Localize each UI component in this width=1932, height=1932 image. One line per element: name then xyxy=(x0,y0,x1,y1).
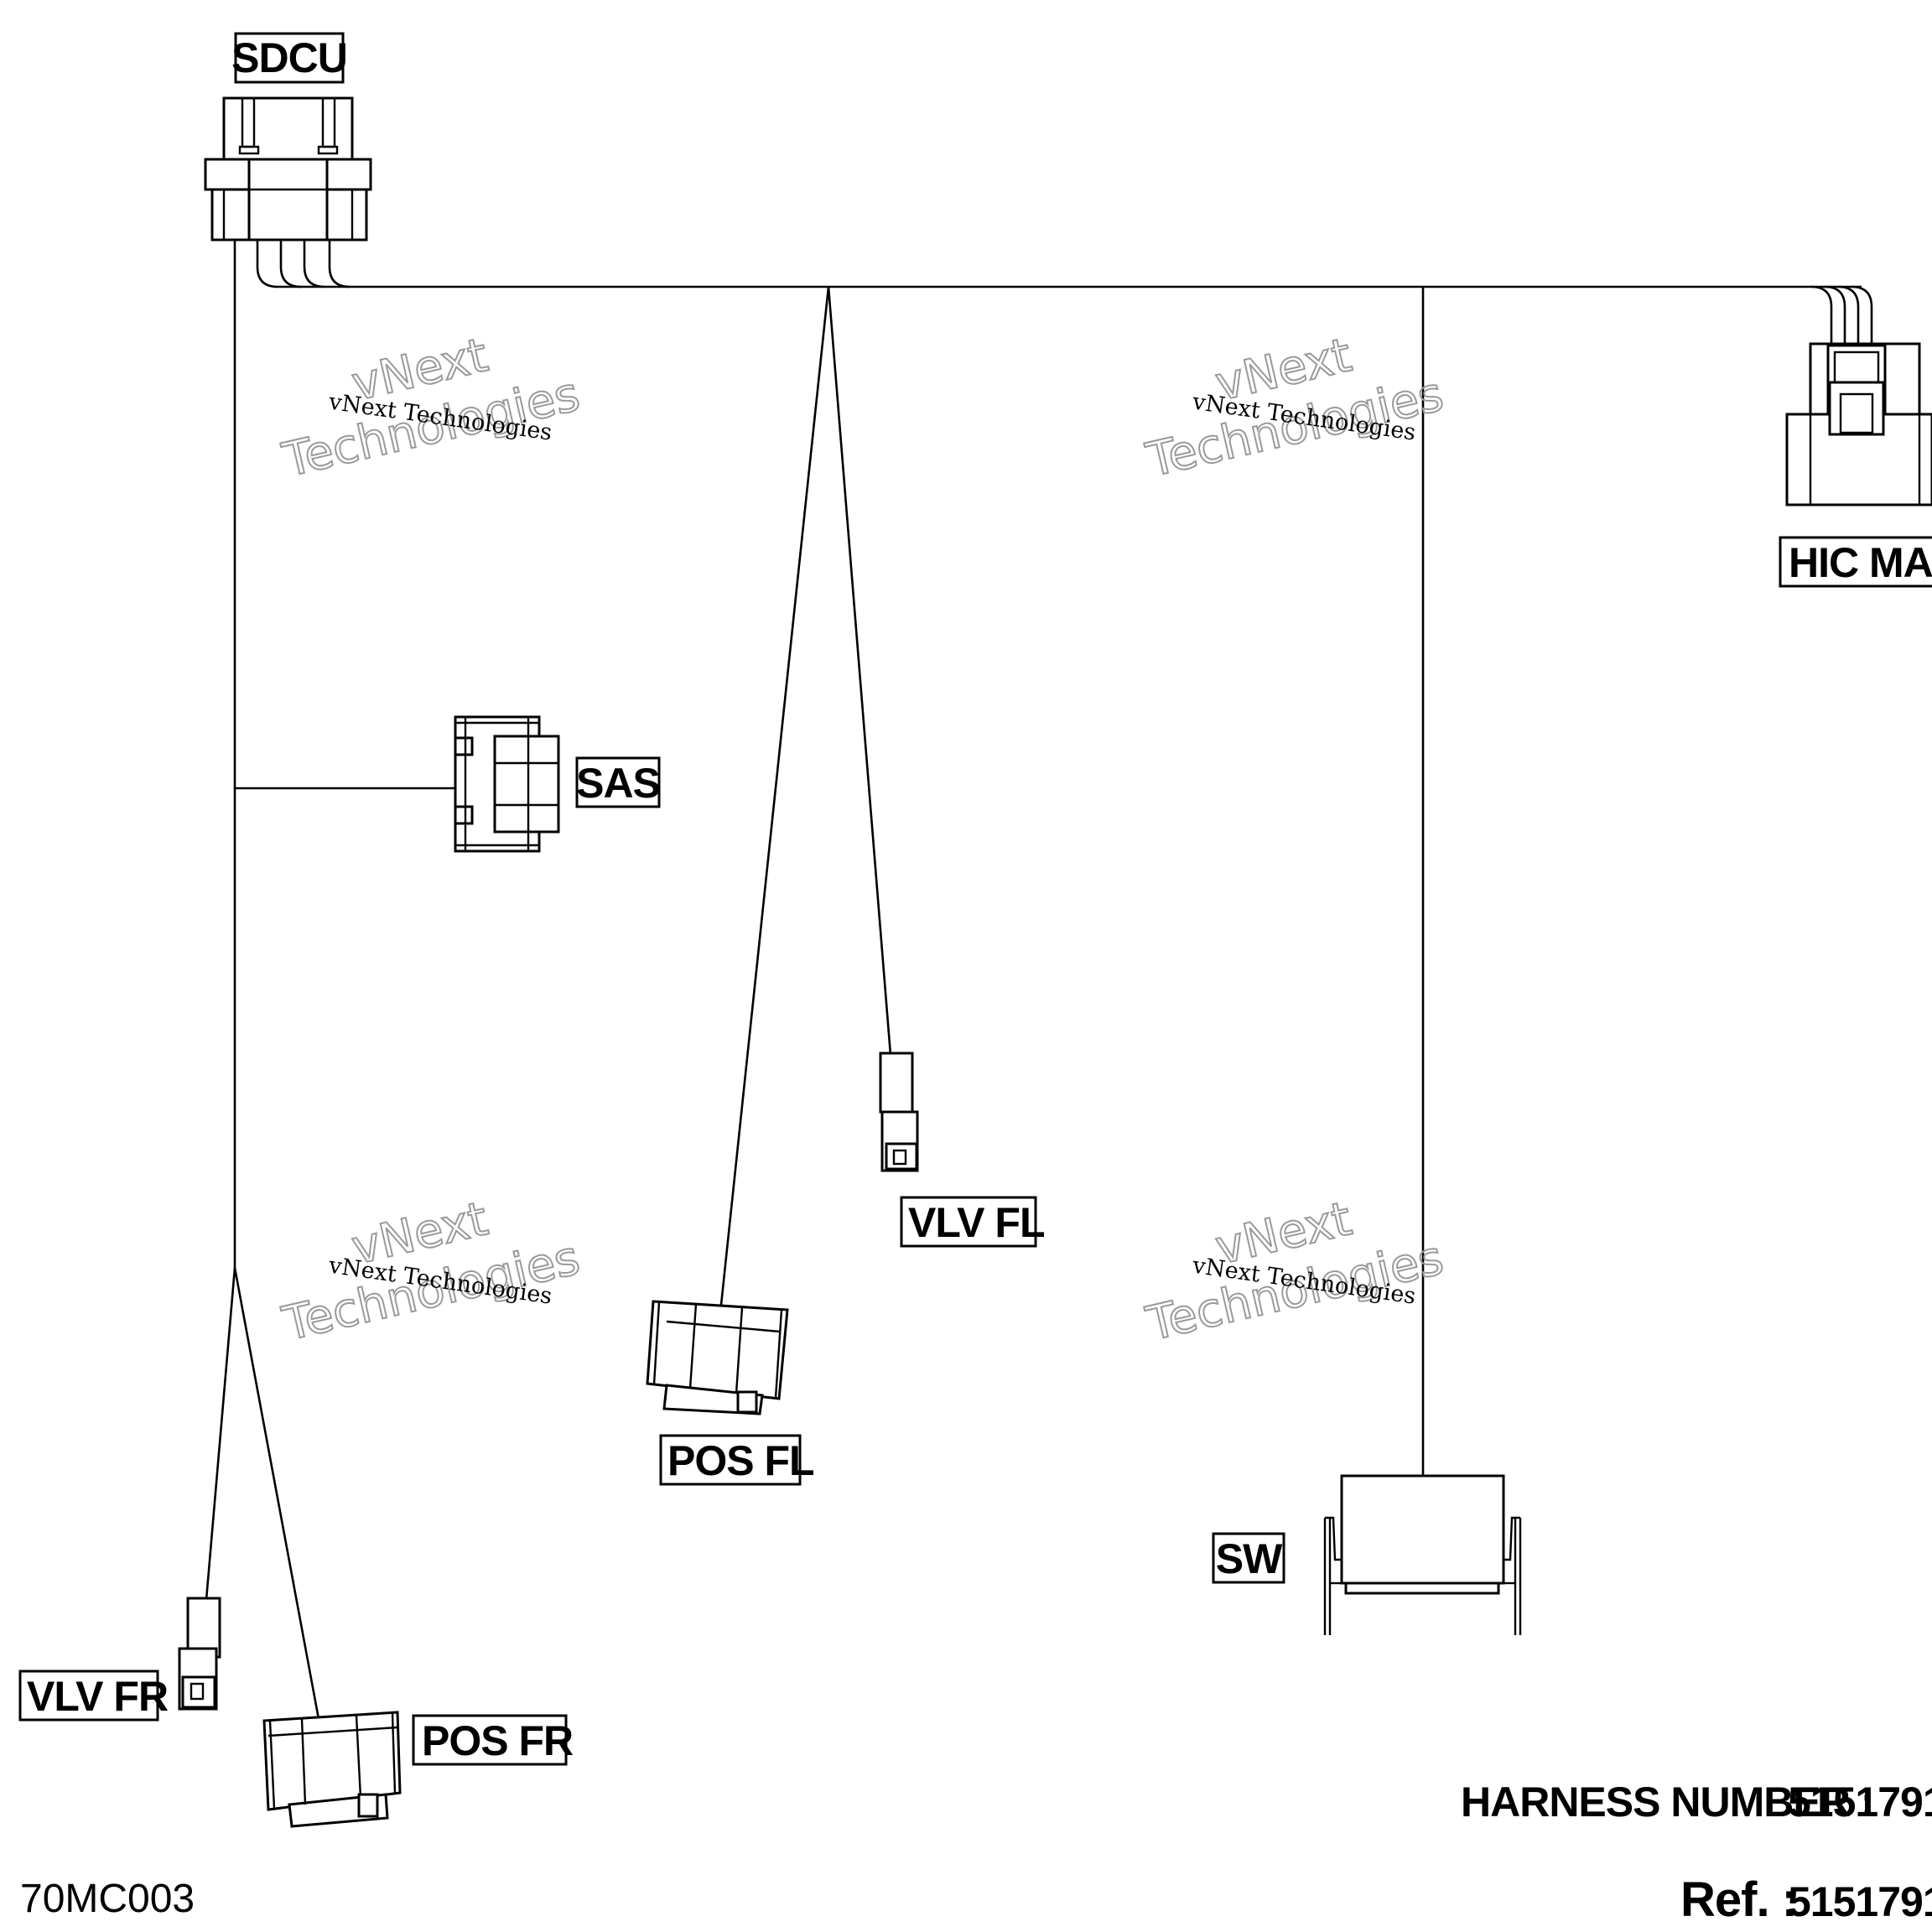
reference-number: Ref. : 51517914 xyxy=(1680,1872,1932,1927)
sas-label: SAS xyxy=(575,756,661,808)
svg-text:HARNESS NUMBER :: HARNESS NUMBER : xyxy=(1461,1779,1873,1826)
sdcu-connector xyxy=(204,96,372,242)
svg-text:POS FR: POS FR xyxy=(422,1717,574,1764)
svg-text:51517914: 51517914 xyxy=(1788,1779,1932,1826)
watermark-bottom-right: vNext Technologies vNext Technologies xyxy=(1140,1191,1449,1353)
vlv-fr-connector xyxy=(178,1597,221,1711)
pos-fr-label: POS FR xyxy=(412,1714,574,1766)
svg-text:POS FL: POS FL xyxy=(667,1437,814,1484)
watermark-top-left: vNext Technologies vNext Technologies xyxy=(277,327,585,489)
svg-text:SDCU: SDCU xyxy=(231,34,347,81)
vlv-fr-label: VLV FR xyxy=(18,1670,169,1722)
sw-connector xyxy=(1323,1474,1522,1635)
svg-text:SW: SW xyxy=(1216,1535,1283,1582)
svg-text:SAS: SAS xyxy=(576,760,660,807)
svg-text:51517914: 51517914 xyxy=(1788,1878,1932,1925)
svg-text:HIC MAIN: HIC MAIN xyxy=(1789,539,1932,586)
svg-text:VLV FR: VLV FR xyxy=(27,1673,169,1720)
hic-main-connector xyxy=(1785,342,1932,506)
hic-main-label: HIC MAIN xyxy=(1779,536,1932,588)
vlv-fl-label: VLV FL xyxy=(900,1196,1046,1248)
sdcu-label: SDCU xyxy=(231,32,348,84)
watermark-bottom-left: vNext Technologies vNext Technologies xyxy=(277,1191,585,1353)
drawing-code: 70MC003 xyxy=(20,1877,195,1921)
pos-fr-connector xyxy=(262,1711,402,1828)
svg-text:Ref. :: Ref. : xyxy=(1680,1872,1797,1927)
sw-label: SW xyxy=(1212,1532,1285,1584)
harness-wires xyxy=(205,239,1873,1720)
watermark-top-right: vNext Technologies vNext Technologies xyxy=(1140,327,1449,489)
svg-text:VLV FL: VLV FL xyxy=(908,1199,1045,1246)
vlv-fl-connector xyxy=(879,1052,919,1172)
pos-fl-label: POS FL xyxy=(659,1434,815,1486)
sas-connector xyxy=(454,715,560,853)
harness-number: HARNESS NUMBER : 51517914 xyxy=(1461,1779,1932,1826)
pos-fl-connector xyxy=(646,1300,789,1415)
